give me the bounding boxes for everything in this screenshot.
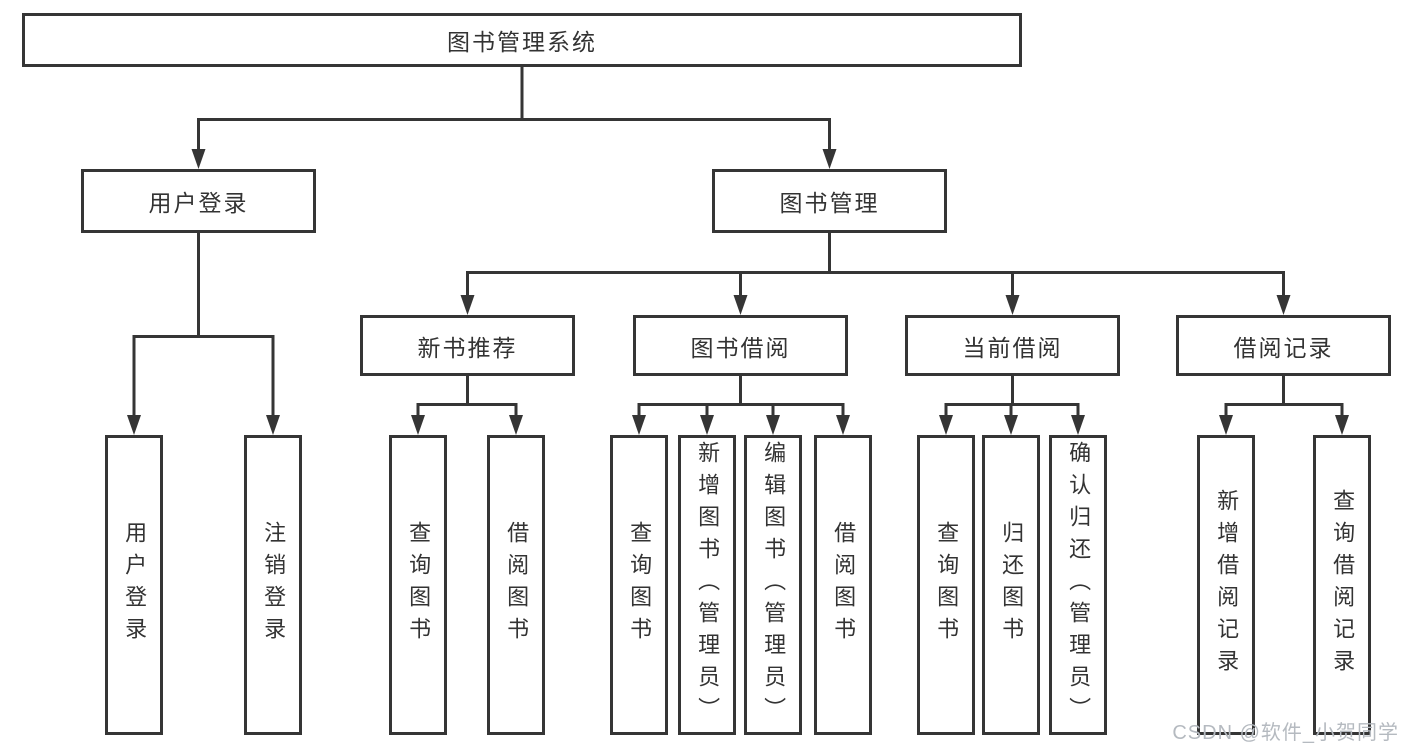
node-user-login-label: 用户登录 bbox=[148, 190, 249, 216]
node-current-borrow: 当前借阅 bbox=[905, 315, 1120, 376]
leaf-user-login: 用户登录 bbox=[105, 435, 163, 735]
leaf-edit-books-admin: 编辑图书（管理员） bbox=[744, 435, 802, 735]
leaf-logout-label: 注销登录 bbox=[261, 521, 287, 649]
leaf-query-books-recommend: 查询图书 bbox=[389, 435, 447, 735]
node-library-system-label: 图书管理系统 bbox=[447, 29, 597, 55]
leaf-borrow-books: 借阅图书 bbox=[814, 435, 872, 735]
node-book-borrow: 图书借阅 bbox=[633, 315, 848, 376]
node-book-borrow-label: 图书借阅 bbox=[690, 334, 791, 361]
node-new-book-recommend-label: 新书推荐 bbox=[417, 334, 518, 361]
leaf-borrow-books-recommend: 借阅图书 bbox=[487, 435, 545, 735]
leaf-confirm-return-admin: 确认归还（管理员） bbox=[1049, 435, 1107, 735]
leaf-add-books-admin-label: 新增图书（管理员） bbox=[695, 441, 721, 729]
leaf-query-books-borrow-label: 查询图书 bbox=[627, 521, 653, 649]
node-borrow-records-label: 借阅记录 bbox=[1233, 334, 1334, 361]
node-library-system: 图书管理系统 bbox=[22, 13, 1022, 67]
node-current-borrow-label: 当前借阅 bbox=[962, 334, 1063, 361]
leaf-return-books: 归还图书 bbox=[982, 435, 1040, 735]
node-new-book-recommend: 新书推荐 bbox=[360, 315, 575, 376]
leaf-return-books-label: 归还图书 bbox=[999, 521, 1025, 649]
leaf-query-borrow-record-label: 查询借阅记录 bbox=[1330, 489, 1356, 681]
leaf-query-books-recommend-label: 查询图书 bbox=[406, 521, 432, 649]
leaf-logout: 注销登录 bbox=[244, 435, 302, 735]
node-book-management-label: 图书管理 bbox=[779, 190, 880, 216]
leaf-confirm-return-admin-label: 确认归还（管理员） bbox=[1066, 441, 1092, 729]
leaf-user-login-label: 用户登录 bbox=[122, 521, 148, 649]
leaf-query-books-borrow: 查询图书 bbox=[610, 435, 668, 735]
leaf-borrow-books-label: 借阅图书 bbox=[831, 521, 857, 649]
leaf-add-borrow-record-label: 新增借阅记录 bbox=[1214, 489, 1240, 681]
leaf-edit-books-admin-label: 编辑图书（管理员） bbox=[761, 441, 787, 729]
leaf-add-books-admin: 新增图书（管理员） bbox=[678, 435, 736, 735]
leaf-query-books-current: 查询图书 bbox=[917, 435, 975, 735]
node-user-login: 用户登录 bbox=[81, 169, 316, 233]
leaf-query-books-current-label: 查询图书 bbox=[934, 521, 960, 649]
node-borrow-records: 借阅记录 bbox=[1176, 315, 1391, 376]
node-book-management: 图书管理 bbox=[712, 169, 947, 233]
leaf-query-borrow-record: 查询借阅记录 bbox=[1313, 435, 1371, 735]
csdn-watermark: CSDN @软件_小贺同学 bbox=[1172, 722, 1399, 744]
leaf-borrow-books-recommend-label: 借阅图书 bbox=[504, 521, 530, 649]
leaf-add-borrow-record: 新增借阅记录 bbox=[1197, 435, 1255, 735]
